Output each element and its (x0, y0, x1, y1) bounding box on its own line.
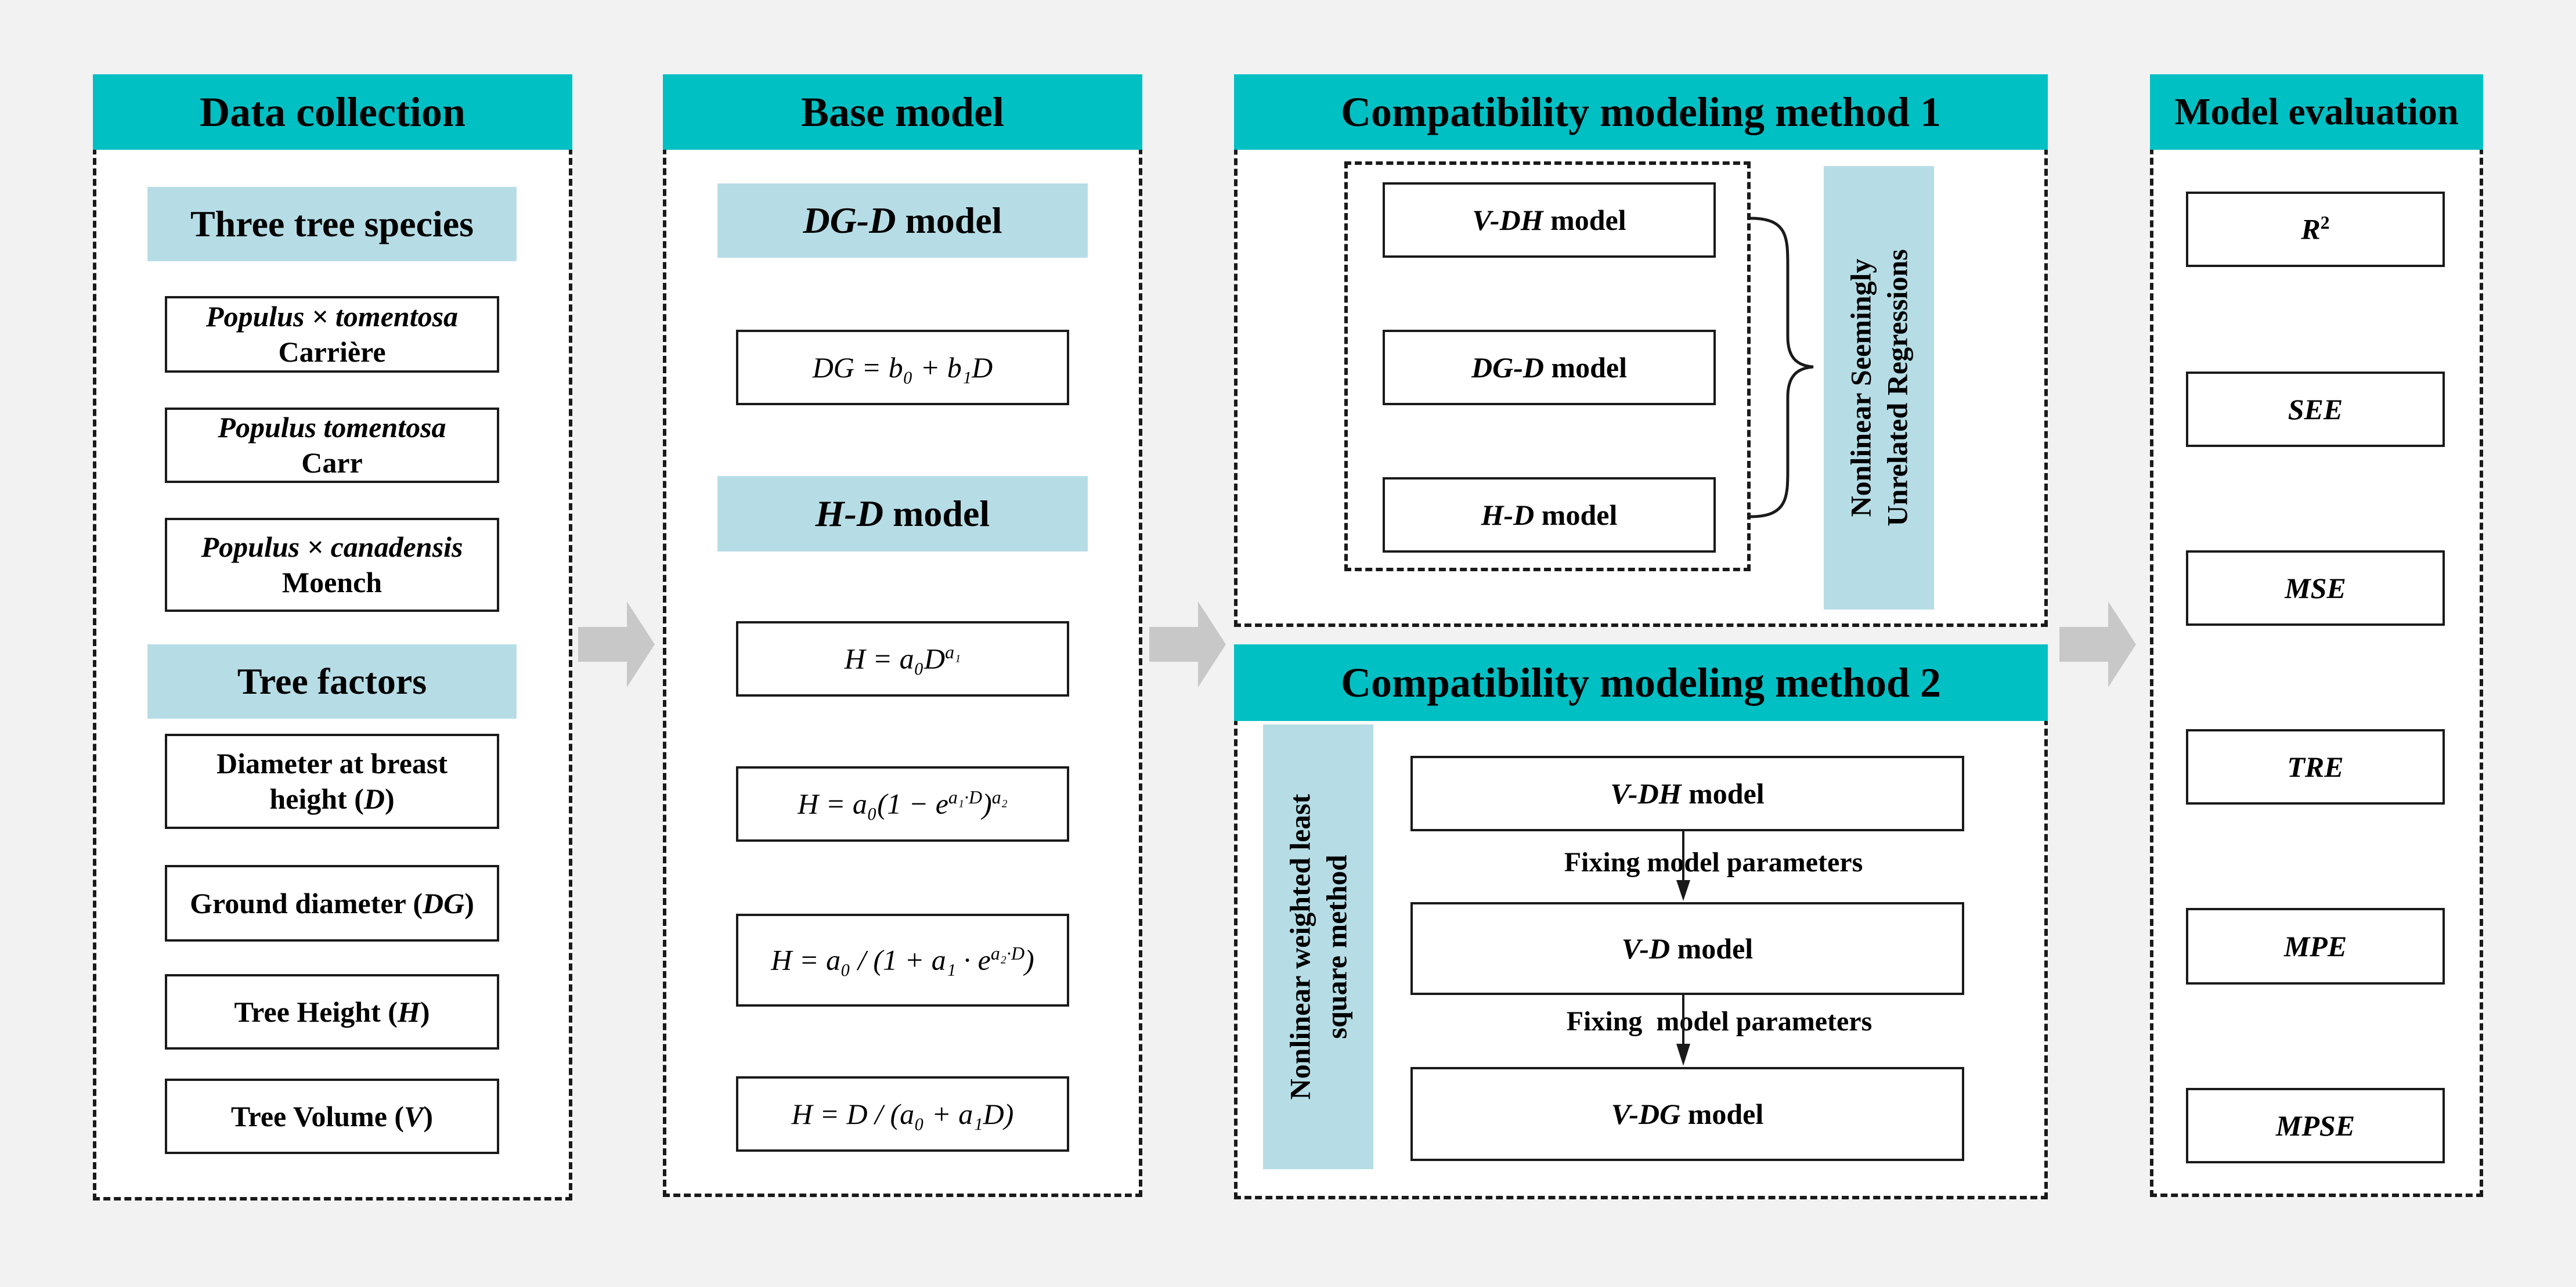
brace-right-icon (1750, 217, 1814, 518)
method1-model-hd: H-D model (1383, 477, 1716, 553)
method2-arrow1-label: Fixing model parameters (1564, 847, 1863, 878)
species-author: Moench (282, 566, 383, 599)
paren-close: ) (423, 1099, 434, 1133)
metric-mpe: MPE (2186, 908, 2445, 985)
flow-arrow-icon (2059, 601, 2136, 687)
species-header: Three tree species (147, 187, 517, 261)
paren-close: ) (464, 886, 474, 920)
factor-v-text: Tree Volume ( (230, 1099, 405, 1133)
species-name: Populus × canadensis (201, 531, 463, 563)
paren-close: ) (420, 995, 430, 1028)
model-suffix: model (1681, 777, 1765, 810)
base-model-title: Base model (663, 74, 1142, 150)
factor-gd-box: Ground diameter (DG) (165, 865, 499, 942)
species-box-3: Populus × canadensis Moench (165, 518, 499, 612)
equation-h3-tail: ) (1024, 943, 1034, 976)
equation-dg-text: DG = b₀ + b₁D (812, 351, 993, 384)
equation-h1-exponent: a₁ (945, 641, 961, 663)
metric-r2-sup: 2 (2320, 212, 2330, 233)
species-author: Carrière (278, 336, 386, 368)
factor-dbh-box: Diameter at breast height (D) (165, 734, 499, 829)
hd-model-header: H-D model (717, 476, 1088, 551)
hd-symbol: H-D (815, 493, 884, 534)
metric-see: SEE (2186, 372, 2445, 447)
factor-h-symbol: H (397, 995, 420, 1028)
method2-title: Compatibility modeling method 2 (1234, 644, 2048, 721)
factor-dbh-symbol: D (363, 783, 385, 815)
metric-mpse: MPSE (2186, 1088, 2445, 1163)
model-symbol: V-DG (1611, 1097, 1681, 1130)
model-symbol: V-D (1621, 932, 1671, 965)
model-word: model (883, 493, 990, 534)
method2-model-vdh: V-DH model (1410, 756, 1964, 831)
model-symbol: DG-D (1471, 351, 1544, 384)
species-name: Populus tomentosa (218, 411, 446, 444)
model-symbol: V-DH (1610, 777, 1682, 810)
evaluation-title: Model evaluation (2150, 74, 2483, 150)
equation-h2-tail: ) (982, 787, 992, 820)
method1-model-dgd: DG-D model (1383, 330, 1716, 405)
method2-side-label: Nonlinear weighted least square method (1263, 724, 1373, 1169)
model-word: model (896, 200, 1002, 241)
metric-label: MPSE (2275, 1109, 2355, 1142)
paren-close: ) (384, 783, 395, 815)
model-suffix: model (1534, 498, 1618, 531)
method2-arrow2-label: Fixing model parameters (1566, 1006, 1873, 1037)
data-collection-title: Data collection (93, 74, 572, 150)
dgd-model-header: DG-D model (717, 183, 1088, 258)
method2-model-vdg: V-DG model (1410, 1067, 1964, 1161)
factor-v-symbol: V (404, 1099, 424, 1133)
equation-h3-exponent: a₂·D (990, 943, 1025, 964)
model-suffix: model (1680, 1097, 1764, 1130)
method1-model-vdh: V-DH model (1383, 182, 1716, 258)
metric-mse: MSE (2186, 550, 2445, 626)
method1-title: Compatibility modeling method 1 (1234, 74, 2048, 150)
species-box-2: Populus tomentosa Carr (165, 408, 499, 483)
equation-h2-exponent-inner: a₁·D (948, 787, 983, 808)
metric-tre: TRE (2186, 729, 2445, 805)
equation-h4-text: H = D / (a₀ + a₁D) (791, 1097, 1014, 1130)
metric-r2-base: R (2301, 212, 2321, 246)
model-symbol: V-DH (1472, 203, 1543, 236)
equation-h2: H = a₀(1 − ea₁·D)a₂ (736, 766, 1069, 842)
equation-h3-text: H = a₀ / (1 + a₁ · e (771, 943, 991, 976)
factor-v-box: Tree Volume (V) (165, 1079, 499, 1154)
equation-h1-text: H = a₀D (844, 642, 946, 675)
equation-h4: H = D / (a₀ + a₁D) (736, 1076, 1069, 1152)
equation-h2-text: H = a₀(1 − e (798, 787, 948, 820)
method1-side-label: Nonlinear Seemingly Unrelated Regression… (1824, 166, 1934, 610)
equation-h1: H = a₀Da₁ (736, 621, 1069, 697)
metric-label: SEE (2288, 392, 2343, 426)
factor-gd-symbol: DG (423, 886, 465, 920)
factor-dbh-line1: Diameter at breast (216, 747, 448, 780)
tree-factors-header: Tree factors (147, 644, 517, 719)
factor-h-text: Tree Height ( (234, 995, 398, 1028)
flow-arrow-icon (1149, 601, 1226, 687)
dgd-symbol: DG-D (803, 200, 896, 241)
metric-label: TRE (2287, 750, 2344, 783)
metric-label: MPE (2283, 929, 2347, 962)
factor-dbh-line2: height ( (269, 783, 364, 815)
arrow-down-icon (1676, 880, 1690, 901)
model-suffix: model (1543, 351, 1628, 384)
model-suffix: model (1670, 932, 1754, 965)
equation-h2-exponent-outer: a₂ (991, 787, 1008, 808)
factor-h-box: Tree Height (H) (165, 974, 499, 1050)
equation-dg: DG = b₀ + b₁D (736, 330, 1069, 405)
metric-r2: R2 (2186, 192, 2445, 267)
factor-gd-text: Ground diameter ( (190, 886, 423, 920)
species-name: Populus × tomentosa (205, 300, 459, 333)
species-author: Carr (301, 446, 363, 479)
model-suffix: model (1543, 203, 1626, 236)
species-box-1: Populus × tomentosa Carrière (165, 296, 499, 373)
metric-label: MSE (2285, 571, 2346, 604)
flow-arrow-icon (578, 601, 655, 687)
equation-h3: H = a₀ / (1 + a₁ · ea₂·D) (736, 914, 1069, 1007)
method1-model-group (1344, 161, 1751, 571)
arrow-down-icon (1676, 1044, 1690, 1066)
model-symbol: H-D (1481, 498, 1535, 531)
method2-model-vd: V-D model (1410, 902, 1964, 995)
